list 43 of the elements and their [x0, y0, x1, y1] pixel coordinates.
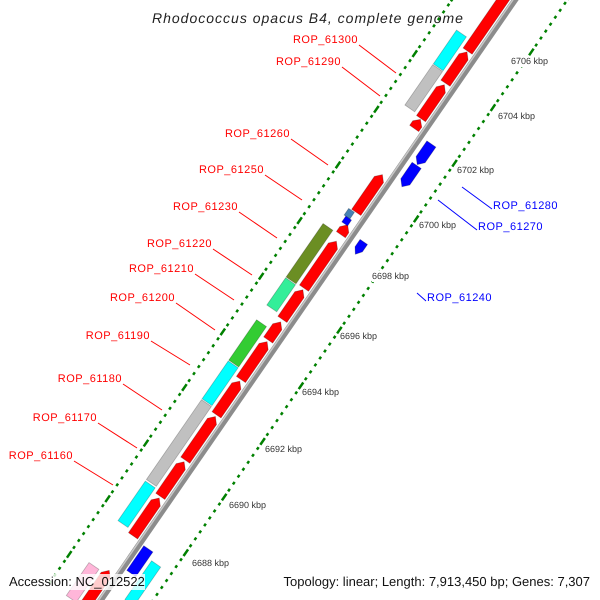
tick-label: 6688 kbp	[192, 558, 230, 569]
leader-line	[212, 248, 252, 276]
leader-line	[264, 174, 302, 200]
accession-text: Accession: NC_012522	[9, 574, 145, 590]
leader-line	[150, 340, 190, 366]
tick-label: 6698 kbp	[372, 271, 410, 282]
tick-label: 6694 kbp	[302, 387, 340, 398]
gene-label: ROP_61200	[110, 292, 175, 305]
gene-label: ROP_61190	[86, 330, 150, 343]
gene-label: ROP_61250	[198, 164, 264, 177]
gene-label: ROP_61170	[32, 412, 97, 425]
tick-label: 6692 kbp	[265, 444, 302, 455]
leader-line	[358, 44, 396, 74]
leader-line	[74, 460, 114, 486]
leader-line	[342, 66, 380, 96]
leader-line	[98, 422, 138, 448]
leader-line	[194, 274, 234, 300]
gene-label: ROP_61230	[172, 201, 238, 214]
leader-line	[238, 212, 278, 238]
tick-label: 6696 kbp	[340, 331, 378, 342]
leader-line	[122, 384, 162, 410]
leader-line	[438, 200, 478, 230]
genome-info-text: Topology: linear; Length: 7,913,450 bp; Genes: 7,307	[284, 574, 590, 590]
leader-line	[290, 138, 328, 166]
leader-line	[176, 302, 216, 330]
tick-label: 6704 kbp	[498, 111, 536, 122]
leader-line	[462, 186, 492, 210]
tick-label: 6702 kbp	[457, 165, 494, 176]
tick-label: 6706 kbp	[511, 56, 548, 67]
tick-label: 6690 kbp	[229, 500, 266, 511]
gene-label: ROP_61160	[8, 450, 73, 463]
gene-label: ROP_61290	[276, 56, 341, 69]
title: Rhodococcus opacus B4, complete genome	[152, 9, 464, 28]
gene-label: ROP_61300	[292, 34, 358, 47]
gene-label: ROP_61270	[478, 221, 544, 234]
gene-label: ROP_61240	[427, 292, 492, 305]
gene-label: ROP_61220	[146, 238, 212, 251]
gene-label: ROP_61210	[128, 263, 194, 276]
leader-line	[416, 292, 426, 302]
gene-label: ROP_61180	[58, 373, 122, 386]
gene-label: ROP_61280	[493, 200, 558, 213]
gene-label: ROP_61260	[224, 128, 290, 141]
tick-label: 6700 kbp	[419, 220, 456, 231]
